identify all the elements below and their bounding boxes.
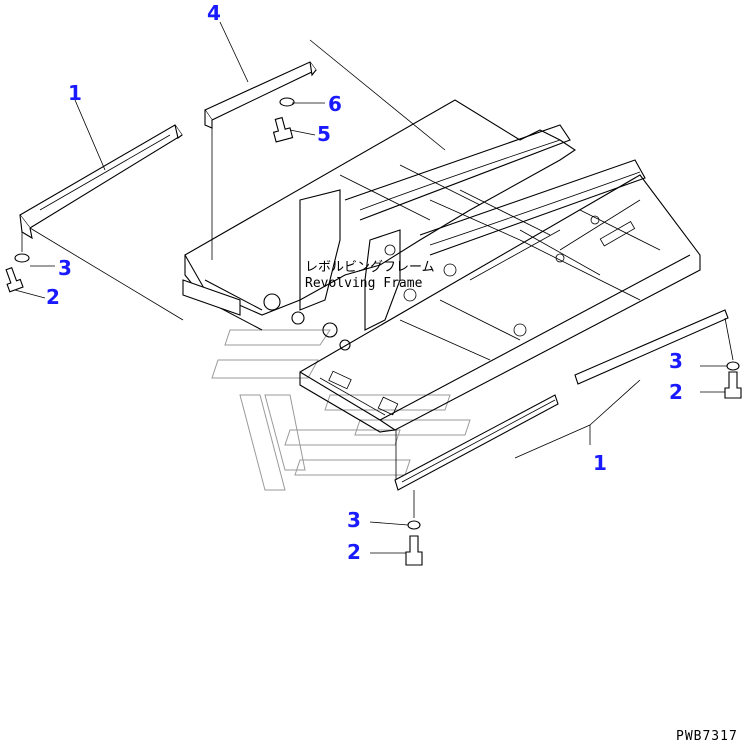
callout-5: 5 — [317, 122, 331, 146]
cover-part-4 — [204, 61, 317, 129]
frame-label-en: Revolving Frame — [305, 276, 423, 291]
callout-1-lower: 1 — [593, 451, 607, 475]
revolving-frame — [182, 99, 701, 433]
callout-3-bottom: 3 — [347, 508, 361, 532]
undercover-right — [394, 309, 729, 491]
callout-1-upper: 1 — [68, 81, 82, 105]
leader-lines — [14, 21, 734, 554]
callout-2-left: 2 — [46, 285, 60, 309]
drawing-code: PWB7317 — [676, 729, 738, 744]
callout-2-right: 2 — [669, 380, 683, 404]
callout-2-bottom: 2 — [347, 540, 361, 564]
frame-label-jp: レボルビングフレーム — [305, 260, 435, 275]
callout-4: 4 — [207, 1, 221, 25]
callout-3-right: 3 — [669, 349, 683, 373]
callout-6: 6 — [328, 92, 342, 116]
fasteners — [5, 97, 742, 566]
undercover-left — [19, 124, 183, 240]
callout-3-left: 3 — [58, 256, 72, 280]
